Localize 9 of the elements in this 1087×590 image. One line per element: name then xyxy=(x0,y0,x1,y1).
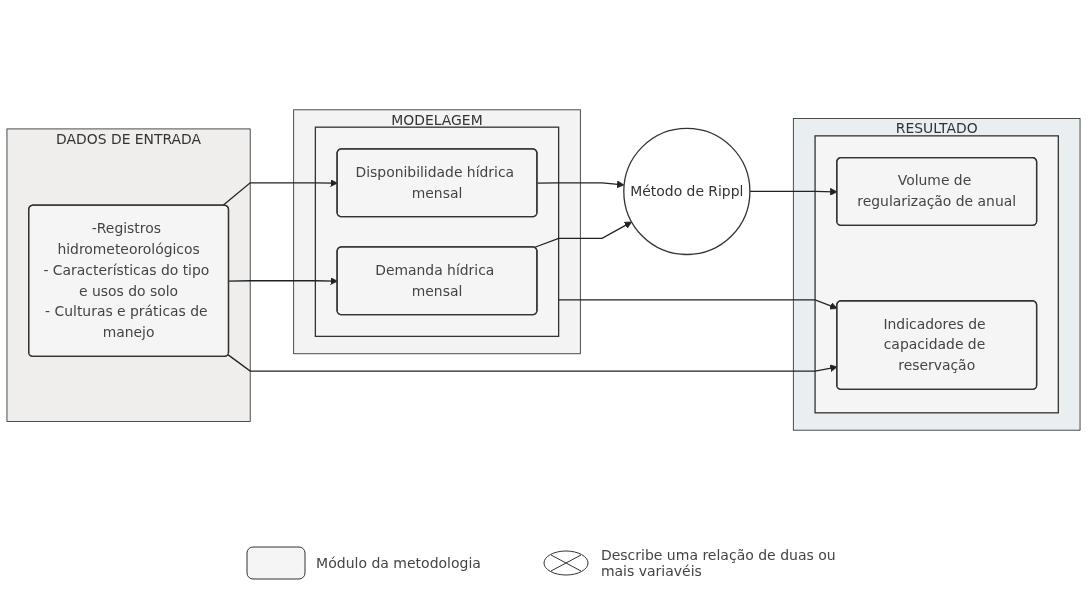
node-circle: Método de Rippl xyxy=(623,127,751,256)
arrow xyxy=(228,277,338,285)
arrow xyxy=(533,221,633,249)
legend-text: Describe uma relação de duas ou mais variavéis xyxy=(600,547,837,579)
arrow xyxy=(222,179,338,207)
cluster xyxy=(814,135,1059,414)
cluster xyxy=(314,126,560,337)
legend-text: Módulo da metodologia xyxy=(316,555,481,571)
arrow xyxy=(536,180,625,189)
